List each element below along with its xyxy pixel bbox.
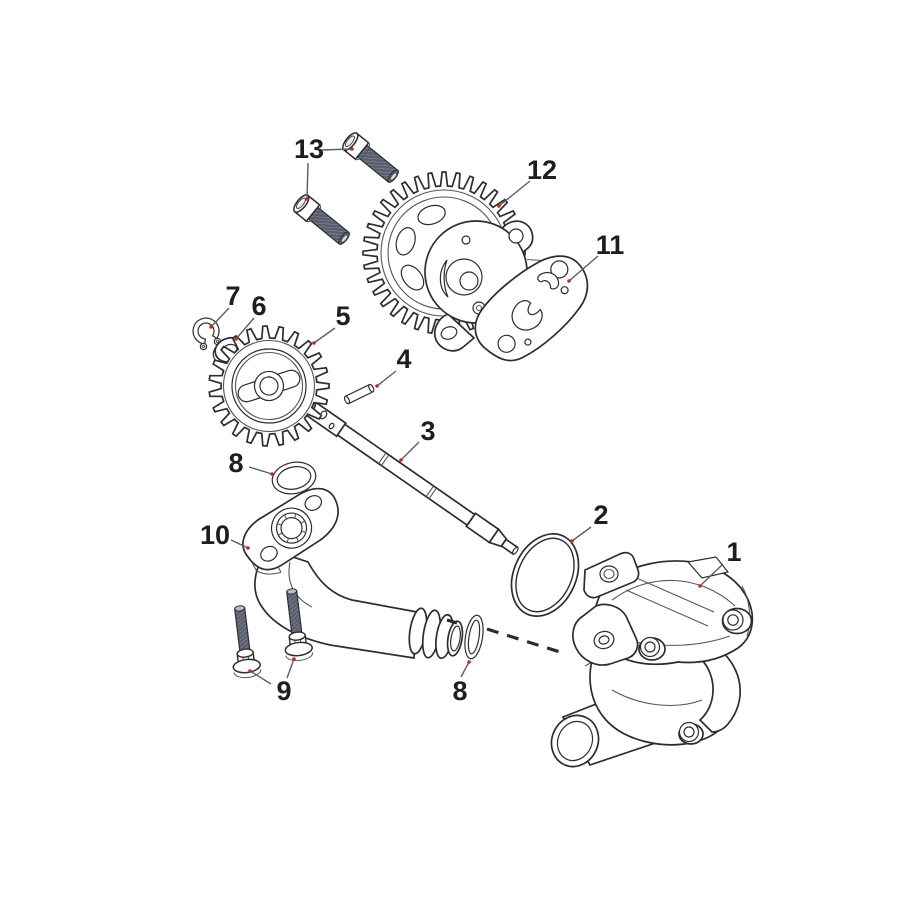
callout-3-marker: [399, 458, 403, 462]
callout-5-label: 5: [335, 301, 350, 331]
callout-8a-marker: [270, 472, 274, 476]
callout-5-marker: [312, 341, 316, 345]
callout-11-marker: [567, 279, 571, 283]
callout-8b-label: 8: [452, 676, 467, 706]
part-3-pump-shaft: [303, 400, 519, 556]
callout-13-marker: [350, 147, 354, 151]
assembly-dashed-line: [446, 618, 561, 654]
callout-5-leader: [313, 327, 336, 344]
callout-12-leader: [498, 180, 531, 207]
part-8-oring-upper: [271, 461, 317, 495]
callout-3-leader: [400, 441, 420, 461]
part-5-gear: [208, 325, 330, 447]
callout-6-leader: [235, 317, 255, 340]
callout-13-leader: [321, 148, 353, 151]
part-1-water-pump: [550, 551, 754, 768]
callout-8a-label: 8: [228, 448, 243, 478]
callout-9-leader-2: [286, 658, 295, 679]
callout-4-marker: [375, 384, 379, 388]
callout-4-label: 4: [396, 344, 411, 374]
callout-1-marker: [698, 584, 702, 588]
callout-2-leader: [571, 526, 592, 542]
callout-1-label: 1: [726, 537, 741, 567]
callout-10-label: 10: [200, 520, 230, 550]
callout-2-marker: [570, 539, 574, 543]
callout-13-marker-2: [305, 197, 309, 201]
callout-2-label: 2: [593, 500, 608, 530]
callout-4-leader: [376, 370, 397, 387]
callout-6-label: 6: [251, 291, 266, 321]
callout-8b-marker: [467, 660, 471, 664]
callout-1-leader: [699, 563, 724, 587]
part-10-oil-pipe: [242, 487, 464, 660]
callout-9-marker-2: [292, 657, 296, 661]
part-4-pin: [343, 383, 375, 405]
callout-11-leader: [568, 255, 599, 282]
callout-8a-leader: [248, 466, 273, 475]
callout-6-marker: [234, 337, 238, 341]
callout-8b-leader: [460, 661, 470, 678]
callout-9-marker: [248, 669, 252, 673]
part-8-oring-lower: [464, 614, 484, 660]
callout-7-label: 7: [225, 281, 240, 311]
callout-11-label: 11: [596, 230, 625, 260]
callout-7-marker: [209, 325, 213, 329]
callout-10-marker: [246, 546, 250, 550]
part-2-oring: [510, 533, 580, 617]
callout-10-leader: [230, 539, 249, 549]
callout-9-label: 9: [276, 676, 291, 706]
part-11-gasket: [474, 255, 589, 362]
callout-13-label: 13: [294, 134, 324, 164]
callout-12-label: 12: [527, 155, 557, 185]
callout-7-leader: [210, 307, 230, 328]
callout-12-marker: [497, 204, 501, 208]
callout-13-leader-2: [306, 162, 309, 200]
callout-3-label: 3: [420, 416, 435, 446]
callout-9-leader: [249, 670, 272, 685]
